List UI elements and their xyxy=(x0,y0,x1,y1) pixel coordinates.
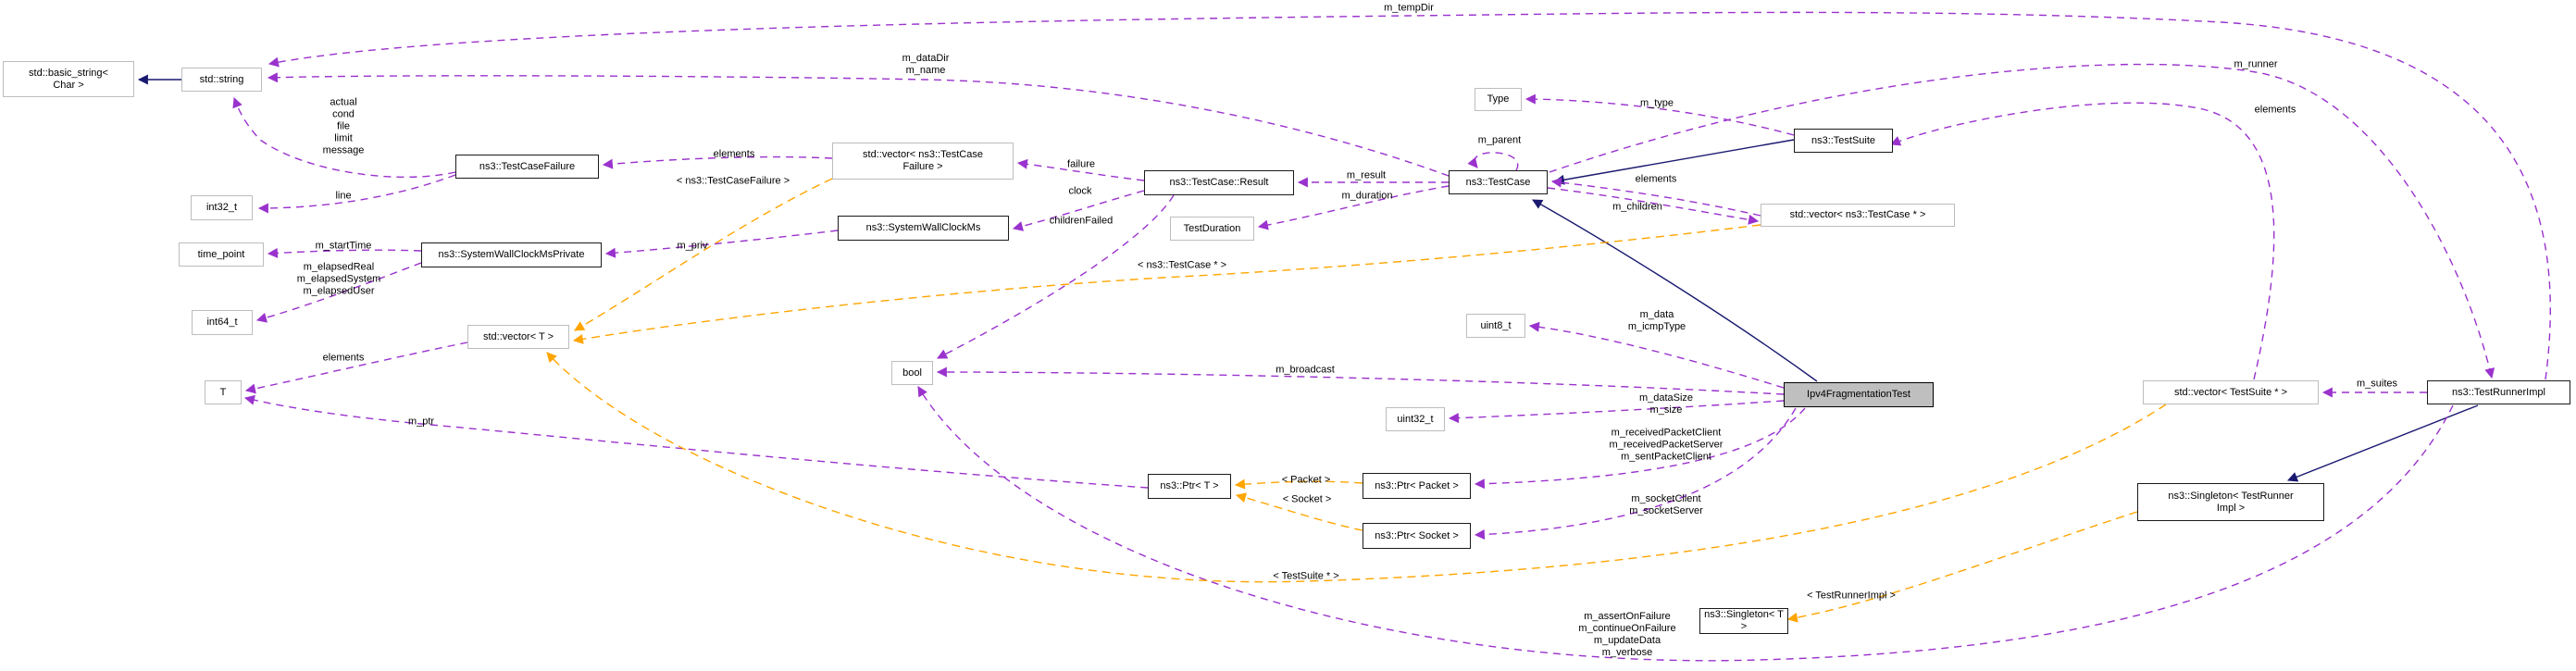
edge-tpl-packet xyxy=(1234,478,1363,490)
edge-label-use-failure: failure xyxy=(1067,158,1095,170)
edge-use-elem-T xyxy=(244,342,468,394)
edge-label-use-elem-tcf: elements xyxy=(713,148,755,160)
edge-inh-tri-singleton xyxy=(2286,404,2479,482)
edge-label-use-parent: m_parent xyxy=(1477,134,1522,146)
node-T[interactable]: T xyxy=(205,380,242,404)
edge-label-use-starttime: m_startTime xyxy=(315,240,372,252)
edge-label-use-actual: actual cond file limit message xyxy=(322,96,365,156)
edge-label-use-datasize: m_dataSize m_size xyxy=(1638,392,1694,416)
edge-label-tpl-vects: < TestSuite * > xyxy=(1273,570,1339,582)
edge-tpl-vectcp xyxy=(572,224,1761,344)
edge-use-starttime xyxy=(267,247,422,258)
edge-tpl-vectcf xyxy=(574,178,833,331)
edge-label-use-result: m_result xyxy=(1346,169,1387,181)
edge-inh-main-tc xyxy=(1532,199,1818,382)
edge-use-failure xyxy=(1016,158,1145,181)
edge-use-childrenfailed xyxy=(937,194,1175,359)
edge-use-asserts xyxy=(917,386,2454,662)
node-tc[interactable]: ns3::TestCase xyxy=(1449,170,1548,194)
edge-label-use-children: m_children xyxy=(1612,201,1662,213)
edge-label-tpl-singleton: < TestRunnerImpl > xyxy=(1807,590,1896,602)
node-int64_t[interactable]: int64_t xyxy=(192,310,253,335)
node-string[interactable]: std::string xyxy=(181,68,262,92)
edge-use-elem-ts xyxy=(1889,102,2275,380)
edge-use-broadcast xyxy=(936,367,1785,395)
edge-use-elem-tc xyxy=(1550,177,1761,217)
edge-label-use-duration: m_duration xyxy=(1341,190,1393,202)
node-ptrT[interactable]: ns3::Ptr< T > xyxy=(1148,474,1231,499)
edge-use-tempdir xyxy=(268,11,2551,380)
edge-label-use-mtype: m_type xyxy=(1639,97,1674,109)
edge-label-use-elem-tc: elements xyxy=(1635,173,1677,185)
node-type[interactable]: Type xyxy=(1475,88,1522,111)
node-swcm[interactable]: ns3::SystemWallClockMs xyxy=(838,216,1009,241)
edge-use-datasize xyxy=(1448,400,1785,424)
node-uint32[interactable]: uint32_t xyxy=(1386,407,1445,431)
edge-label-use-priv: m_priv xyxy=(677,240,708,252)
edge-label-use-clock: clock xyxy=(1068,185,1092,197)
node-ts[interactable]: ns3::TestSuite xyxy=(1794,129,1893,153)
node-vecT[interactable]: std::vector< T > xyxy=(467,325,569,349)
edge-label-use-datadir: m_dataDir m_name xyxy=(902,53,950,76)
edge-label-use-broadcast: m_broadcast xyxy=(1276,364,1335,376)
edge-use-parent xyxy=(1467,152,1519,171)
node-vecTCF[interactable]: std::vector< ns3::TestCase Failure > xyxy=(832,143,1014,180)
node-ptrSocket[interactable]: ns3::Ptr< Socket > xyxy=(1363,523,1471,549)
node-vecTCp[interactable]: std::vector< ns3::TestCase * > xyxy=(1761,204,1955,227)
node-singletonT[interactable]: ns3::Singleton< T > xyxy=(1699,608,1788,634)
node-dur[interactable]: TestDuration xyxy=(1170,217,1254,241)
node-main[interactable]: Ipv4FragmentationTest xyxy=(1784,382,1934,407)
edge-use-mtype xyxy=(1524,93,1795,136)
edge-label-use-elem-ts: elements xyxy=(2254,104,2296,116)
edge-label-tpl-packet: < Packet > xyxy=(1281,474,1331,486)
edge-use-elapsed xyxy=(255,262,422,323)
node-basic_string[interactable]: std::basic_string< Char > xyxy=(3,61,134,97)
edge-inh-ts-tc xyxy=(1553,139,1795,185)
node-bool[interactable]: bool xyxy=(891,361,933,385)
edge-label-use-received: m_receivedPacketClient m_receivedPacketS… xyxy=(1609,427,1724,463)
edge-label-use-mdata: m_data m_icmpType xyxy=(1627,309,1686,332)
edge-use-mdata xyxy=(1528,321,1785,389)
edge-label-use-elem-T: elements xyxy=(322,352,365,364)
edge-label-tpl-socket: < Socket > xyxy=(1282,493,1332,505)
node-vecTS[interactable]: std::vector< TestSuite * > xyxy=(2143,380,2319,404)
edge-use-runner xyxy=(1549,63,2495,379)
edge-use-received xyxy=(1474,407,1806,490)
node-result[interactable]: ns3::TestCase::Result xyxy=(1144,170,1294,195)
edge-use-children xyxy=(1547,187,1760,225)
node-uint8[interactable]: uint8_t xyxy=(1466,314,1525,338)
edge-tpl-vects xyxy=(546,352,2167,583)
edge-use-socketcs xyxy=(1474,407,1797,541)
edge-label-use-mptr: m_ptr xyxy=(407,416,435,428)
node-int32_t[interactable]: int32_t xyxy=(191,195,253,220)
edge-label-tpl-vectcp: < ns3::TestCase * > xyxy=(1138,259,1226,271)
node-tri[interactable]: ns3::TestRunnerImpl xyxy=(2427,380,2570,404)
edge-label-use-tempdir: m_tempDir xyxy=(1384,2,1434,14)
edge-label-use-socketcs: m_socketClient m_socketServer xyxy=(1629,493,1703,516)
edge-label-use-runner: m_runner xyxy=(2234,58,2278,70)
edge-use-duration xyxy=(1257,185,1450,230)
node-singletonTRI[interactable]: ns3::Singleton< TestRunner Impl > xyxy=(2137,483,2324,521)
edge-use-elem-tcf xyxy=(602,155,833,169)
edge-label-tpl-vectcf: < ns3::TestCaseFailure > xyxy=(676,175,790,187)
edge-tpl-singleton xyxy=(1786,511,2138,623)
edge-label-use-asserts: m_assertOnFailure m_continueOnFailure m_… xyxy=(1578,611,1676,658)
node-swcmp[interactable]: ns3::SystemWallClockMsPrivate xyxy=(421,242,602,267)
edge-use-mptr xyxy=(243,394,1149,489)
edge-label-use-elapsed: m_elapsedReal m_elapsedSystem m_elapsedU… xyxy=(296,261,381,297)
edge-label-use-suites: m_suites xyxy=(2356,378,2398,390)
node-time_point[interactable]: time_point xyxy=(179,242,264,267)
edge-use-actual xyxy=(232,96,456,179)
edge-label-use-line: line xyxy=(335,190,352,202)
edge-use-line xyxy=(257,174,456,214)
edge-use-clock xyxy=(1012,190,1145,231)
edge-tpl-socket xyxy=(1235,492,1363,531)
node-ptrPacket[interactable]: ns3::Ptr< Packet > xyxy=(1363,473,1471,499)
node-tcf[interactable]: ns3::TestCaseFailure xyxy=(455,155,599,179)
edge-use-priv xyxy=(604,230,839,258)
edge-use-datadir xyxy=(267,72,1450,177)
edge-label-use-childrenfailed: childrenFailed xyxy=(1049,215,1114,227)
